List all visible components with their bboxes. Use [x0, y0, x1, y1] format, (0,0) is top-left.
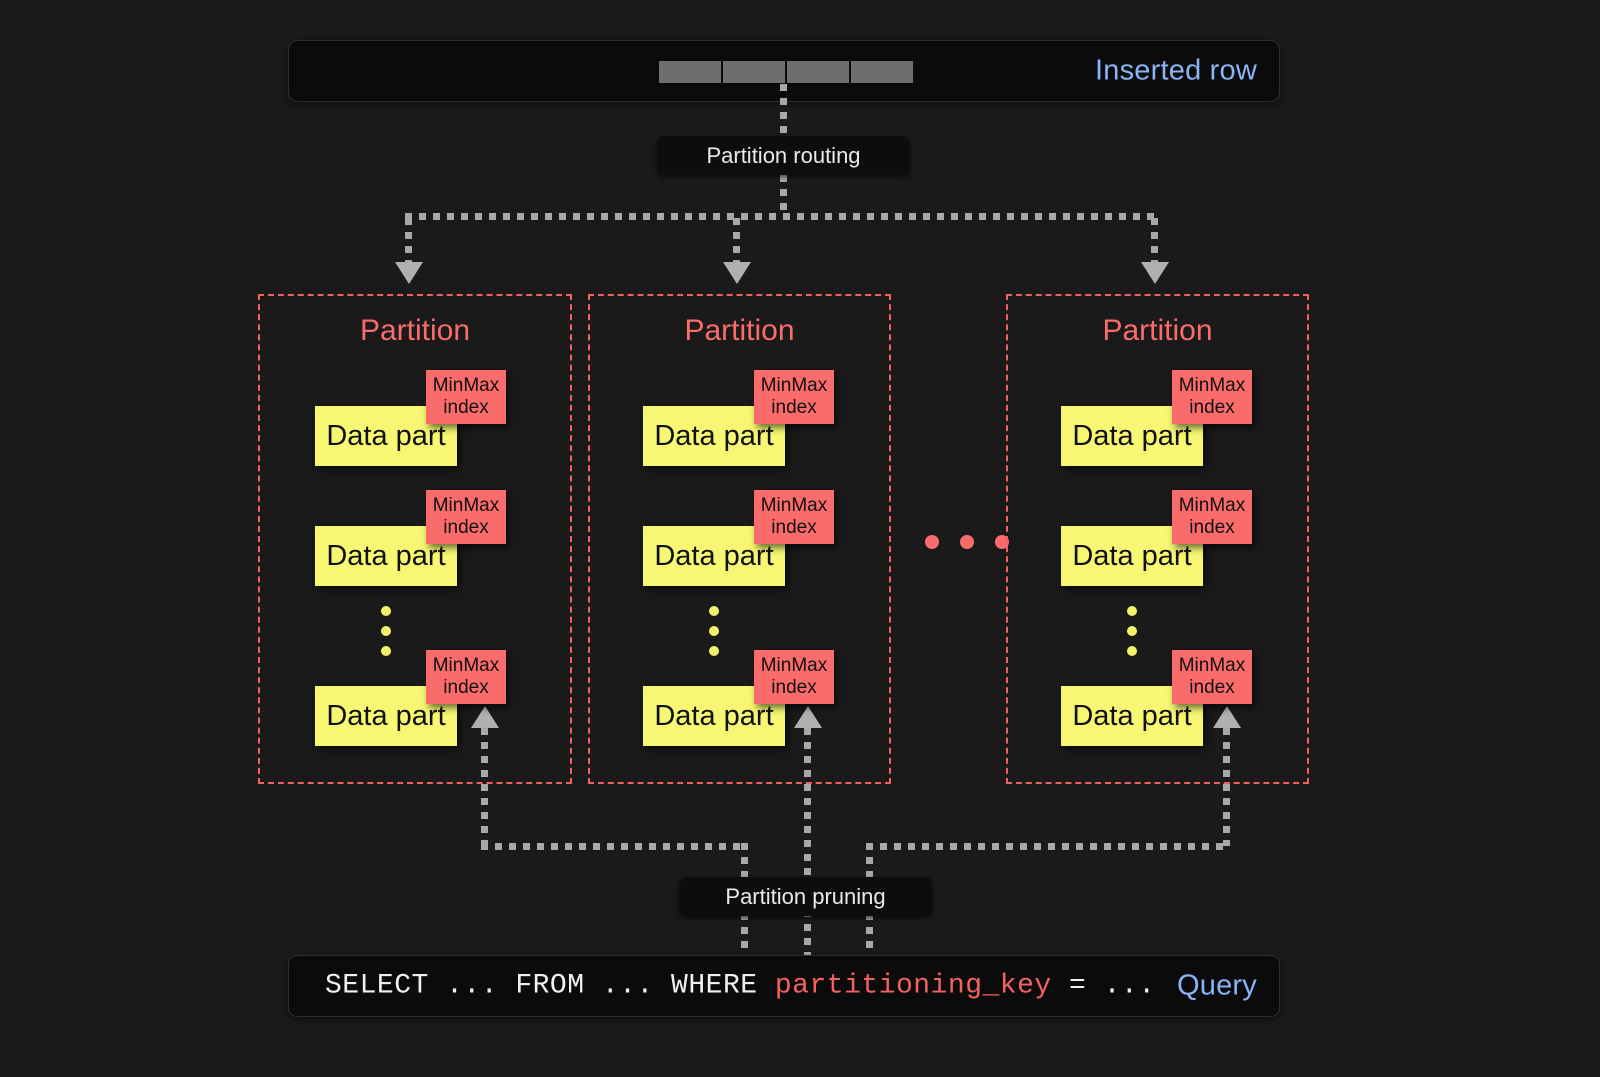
parts-ellipsis: [1127, 606, 1137, 656]
ellipsis-dot: [995, 535, 1009, 549]
arrow-into-partition-2: [723, 262, 751, 284]
row-cell: [659, 61, 721, 83]
minmax-line-1: MinMax: [432, 494, 500, 516]
ellipsis-dot: [709, 606, 719, 616]
ellipsis-dot: [925, 535, 939, 549]
ellipsis-dot: [709, 626, 719, 636]
minmax-line-1: MinMax: [760, 374, 828, 396]
data-part-box: Data part: [315, 526, 457, 586]
query-bar: SELECT ... FROM ... WHERE partitioning_k…: [288, 955, 1280, 1017]
connector-partition-1-to-pruning: [481, 728, 488, 846]
inserted-row-bar: Inserted row: [288, 40, 1280, 102]
minmax-index-box: MinMax index: [1172, 490, 1252, 544]
pruning-bus-right: [866, 843, 1230, 850]
partition-title: Partition: [359, 314, 471, 347]
data-part-box: Data part: [315, 686, 457, 746]
arrow-into-partition-3: [1141, 262, 1169, 284]
row-cell: [851, 61, 913, 83]
connector-partition-3-to-pruning: [1223, 728, 1230, 846]
minmax-line-1: MinMax: [432, 654, 500, 676]
minmax-line-1: MinMax: [432, 374, 500, 396]
row-cell: [787, 61, 849, 83]
ellipsis-dot: [960, 535, 974, 549]
query-sql-text: SELECT ... FROM ... WHERE partitioning_k…: [325, 971, 1156, 1002]
connector-row-to-routing: [780, 84, 787, 136]
ellipsis-dot: [709, 646, 719, 656]
minmax-line-2: index: [771, 517, 817, 538]
minmax-line-2: index: [443, 397, 489, 418]
minmax-line-1: MinMax: [760, 654, 828, 676]
ellipsis-dot: [381, 626, 391, 636]
query-label: Query: [1177, 969, 1257, 1002]
minmax-line-1: MinMax: [1178, 374, 1246, 396]
inserted-row-cells: [659, 61, 913, 83]
arrow-out-of-partition-1: [471, 706, 499, 728]
partition-title: Partition: [684, 314, 795, 347]
data-part-box: Data part: [1061, 686, 1203, 746]
data-part-box: Data part: [643, 686, 785, 746]
connector-bus-to-partition-2: [733, 218, 740, 266]
minmax-line-2: index: [443, 677, 489, 698]
partition-routing-box: Partition routing: [657, 136, 910, 175]
data-part-box: Data part: [643, 406, 785, 466]
minmax-index-box: MinMax index: [426, 490, 506, 544]
arrow-out-of-partition-3: [1213, 706, 1241, 728]
minmax-line-2: index: [1189, 677, 1235, 698]
routing-bus-line: [405, 213, 1157, 220]
partition-box-1: Partition MinMax index Data part MinMax …: [258, 294, 572, 784]
minmax-index-box: MinMax index: [1172, 370, 1252, 424]
parts-ellipsis: [381, 606, 391, 656]
sql-prefix: SELECT ... FROM ... WHERE: [325, 970, 775, 1002]
ellipsis-dot: [381, 606, 391, 616]
arrow-into-partition-1: [395, 262, 423, 284]
minmax-index-box: MinMax index: [754, 650, 834, 704]
ellipsis-dot: [1127, 646, 1137, 656]
connector-partition-2-to-pruning: [804, 728, 811, 961]
minmax-index-box: MinMax index: [1172, 650, 1252, 704]
minmax-index-box: MinMax index: [426, 370, 506, 424]
minmax-line-2: index: [1189, 517, 1235, 538]
partition-title: Partition: [1102, 314, 1213, 347]
minmax-line-2: index: [443, 517, 489, 538]
parts-ellipsis: [709, 606, 719, 656]
sql-suffix: = ...: [1051, 970, 1156, 1002]
connector-bus-to-partition-3: [1151, 218, 1158, 266]
partition-box-2: Partition MinMax index Data part MinMax …: [588, 294, 891, 784]
ellipsis-dot: [1127, 626, 1137, 636]
minmax-line-2: index: [771, 397, 817, 418]
ellipsis-dot: [381, 646, 391, 656]
connector-bus-to-partition-1: [405, 218, 412, 266]
minmax-index-box: MinMax index: [754, 490, 834, 544]
minmax-index-box: MinMax index: [426, 650, 506, 704]
connector-routing-to-bus: [780, 175, 787, 215]
minmax-line-1: MinMax: [1178, 654, 1246, 676]
minmax-line-2: index: [771, 677, 817, 698]
minmax-line-1: MinMax: [760, 494, 828, 516]
minmax-index-box: MinMax index: [754, 370, 834, 424]
arrow-out-of-partition-2: [794, 706, 822, 728]
partitions-ellipsis: [925, 535, 1009, 549]
row-cell: [723, 61, 785, 83]
partition-box-3: Partition MinMax index Data part MinMax …: [1006, 294, 1309, 784]
sql-partitioning-key: partitioning_key: [774, 970, 1052, 1002]
pruning-bus-left: [481, 843, 748, 850]
partition-pruning-box: Partition pruning: [679, 877, 932, 916]
minmax-line-2: index: [1189, 397, 1235, 418]
ellipsis-dot: [1127, 606, 1137, 616]
minmax-line-1: MinMax: [1178, 494, 1246, 516]
inserted-row-label: Inserted row: [1095, 54, 1257, 87]
